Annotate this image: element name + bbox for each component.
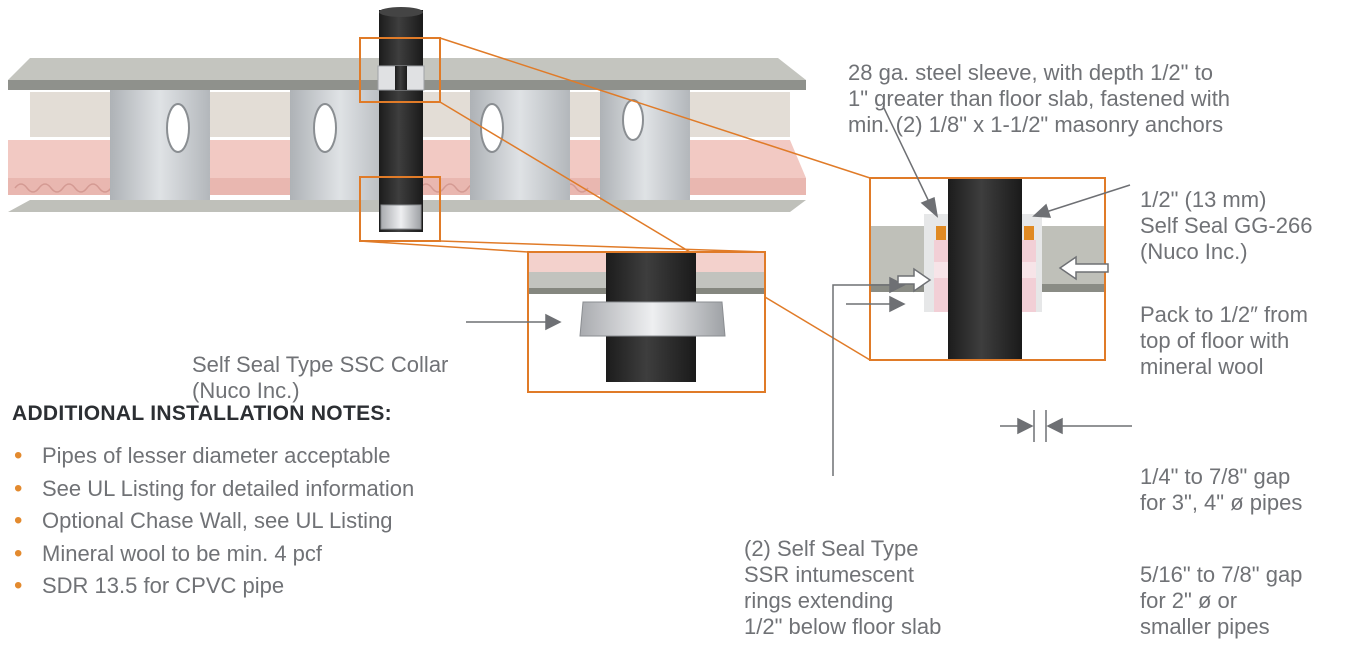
- note-text: See UL Listing for detailed information: [42, 475, 415, 501]
- note-text: SDR 13.5 for CPVC pipe: [42, 573, 285, 598]
- notes-title: ADDITIONAL INSTALLATION NOTES:: [12, 402, 392, 425]
- ssc-collar: [380, 204, 422, 230]
- hollow-arrows: [897, 255, 1109, 293]
- bullet-icon: •: [14, 539, 23, 567]
- note-item: • Pipes of lesser diameter acceptable: [12, 440, 414, 473]
- pipe-section: [948, 178, 1022, 360]
- floor-assembly: [8, 7, 806, 242]
- note-item: • Optional Chase Wall, see UL Listing: [12, 505, 414, 538]
- collar-detail: [527, 251, 766, 393]
- note-item: • See UL Listing for detailed information: [12, 473, 414, 506]
- steel-joists: [110, 90, 690, 202]
- ssc-collar-detail: [579, 301, 726, 337]
- bullet-icon: •: [14, 572, 23, 599]
- note-item: • Mineral wool to be min. 4 pcf: [12, 538, 414, 571]
- pipe: [379, 10, 423, 232]
- note-text: Pipes of lesser diameter acceptable: [42, 443, 391, 468]
- note-text: Optional Chase Wall, see UL Listing: [42, 508, 393, 533]
- bullet-icon: •: [14, 442, 23, 469]
- bullet-icon: •: [14, 474, 23, 502]
- note-text: Mineral wool to be min. 4 pcf: [42, 540, 323, 566]
- section-detail: [869, 177, 1106, 361]
- notes-list: • Pipes of lesser diameter acceptable • See…: [12, 440, 414, 603]
- assembly-illustration: [8, 7, 1132, 476]
- ssc-collar-label: Self Seal Type SSC Collar(Nuco Inc.): [192, 352, 449, 403]
- self-seal-gg266-label: 1/2" (13 mm)Self Seal GG-266(Nuco Inc.): [1140, 187, 1313, 264]
- leader-lines: [466, 105, 1132, 476]
- note-item: • SDR 13.5 for CPVC pipe: [12, 570, 414, 603]
- bullet-icon: •: [14, 507, 23, 534]
- callout-connectors: [359, 37, 871, 361]
